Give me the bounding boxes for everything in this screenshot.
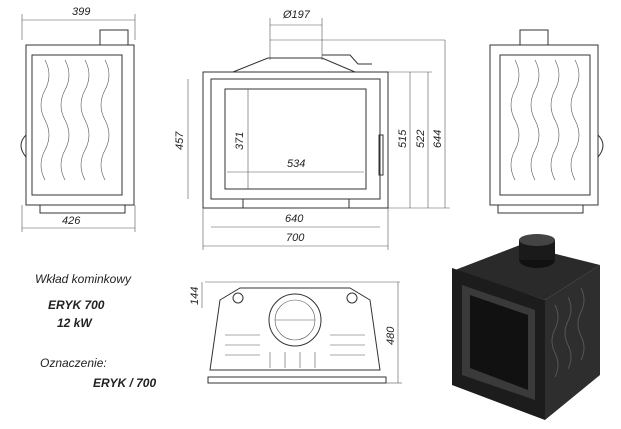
caption-title: Wkład kominkowy xyxy=(35,272,132,286)
right-side-view xyxy=(489,29,604,214)
dim-640: 640 xyxy=(285,213,304,225)
dim-426: 426 xyxy=(62,215,81,227)
dim-399: 399 xyxy=(72,6,90,18)
dim-700: 700 xyxy=(286,232,305,244)
caption-model: ERYK 700 xyxy=(48,298,105,312)
caption-power: 12 kW xyxy=(57,316,92,330)
dim-534: 534 xyxy=(287,158,305,170)
dim-457: 457 xyxy=(174,131,186,150)
caption-designation: ERYK / 700 xyxy=(93,376,157,390)
dim-144: 144 xyxy=(189,287,201,305)
caption-designation-label: Oznaczenie: xyxy=(40,356,107,370)
front-view: Ø197 371 534 457 640 700 515 522 644 xyxy=(174,9,450,250)
dim-522: 522 xyxy=(415,130,427,148)
dim-515: 515 xyxy=(397,129,409,148)
dim-flue-diameter: Ø197 xyxy=(282,9,311,21)
dim-644: 644 xyxy=(432,130,444,148)
fireplace-3d-render xyxy=(452,234,600,420)
top-view: 144 480 xyxy=(189,281,402,384)
left-side-view: 399 426 xyxy=(20,6,136,232)
dim-480: 480 xyxy=(385,326,397,345)
dim-371: 371 xyxy=(234,132,246,150)
